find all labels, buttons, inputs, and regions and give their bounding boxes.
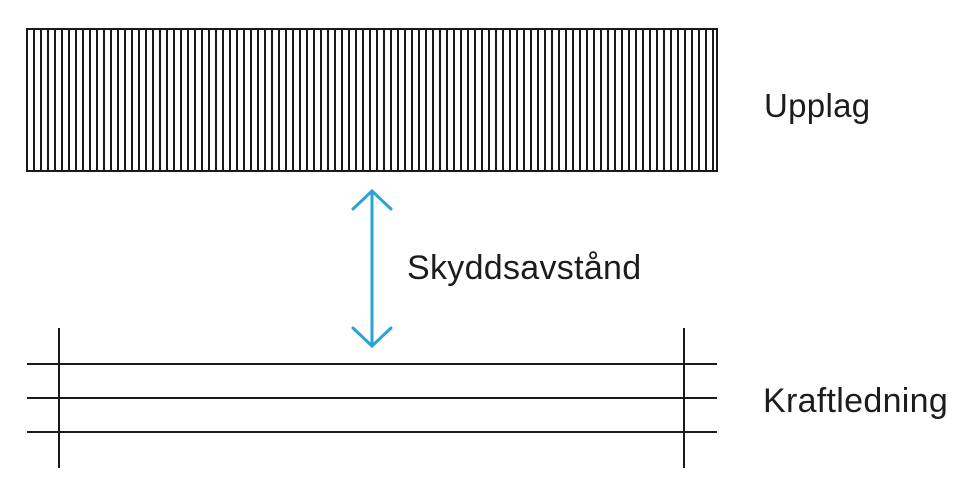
safety-distance-arrow-icon [351, 188, 393, 349]
safety-distance-label: Skyddsavstånd [407, 249, 642, 287]
power-line-label: Kraftledning [763, 382, 949, 420]
arrow-head-down [351, 326, 393, 349]
power-line-wire-bottom [27, 431, 717, 433]
power-line-wire-top [27, 363, 717, 365]
power-line-wire-middle [27, 397, 717, 399]
power-line-pole-left [58, 328, 60, 468]
stockpile-label: Upplag [764, 87, 871, 124]
stockpile-hatched-rectangle [26, 28, 718, 172]
power-line-pole-right [683, 328, 685, 468]
arrow-head-up [351, 188, 393, 211]
